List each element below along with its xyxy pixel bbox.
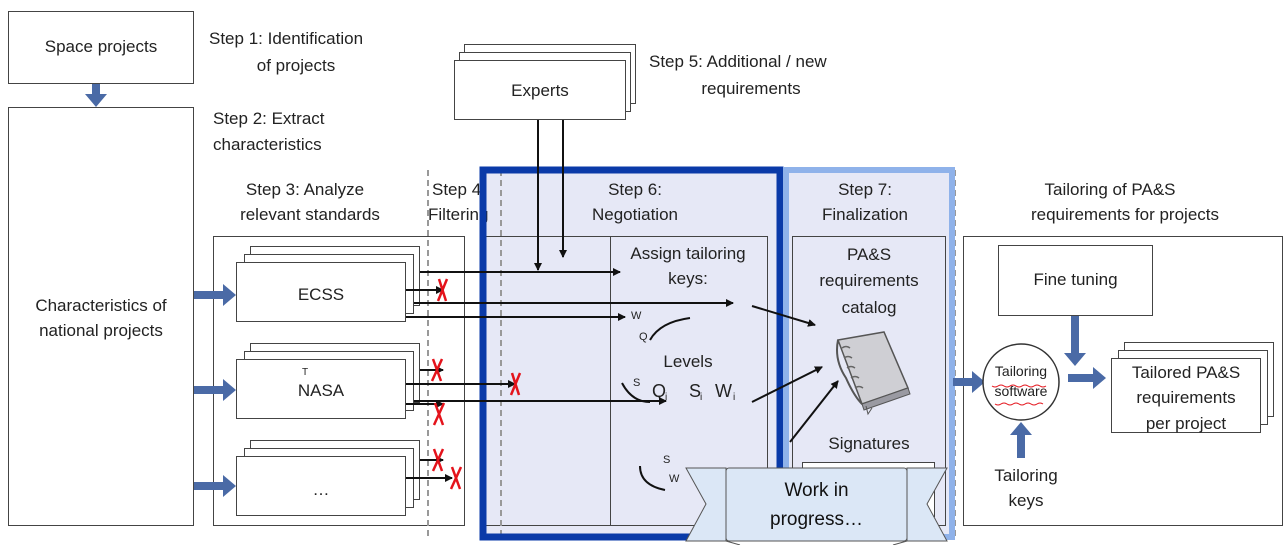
banner-label-2: progress… [770, 509, 863, 530]
work-in-progress-banner [685, 467, 948, 545]
arrow-keys-to-software [1010, 422, 1032, 458]
tailoring-keys-label-2: keys [1008, 491, 1044, 510]
arrow-space-to-char [85, 84, 107, 107]
assign-keys-label-2: keys: [668, 269, 708, 288]
assign-keys-label-1: Assign tailoring [630, 244, 746, 263]
x-nasa-2 [509, 372, 522, 396]
small-s-1: S [633, 377, 641, 389]
step4-label-2: Filtering [428, 205, 489, 224]
fine-tuning-label: Fine tuning [1033, 270, 1118, 289]
banner-label-1: Work in [784, 480, 849, 501]
ecss-box [236, 262, 406, 322]
tailoring-title-2: requirements for projects [1030, 205, 1220, 224]
arrow-step7-to-software [953, 371, 985, 393]
tailored-label-3: per project [1145, 414, 1227, 433]
arrow-char-to-nasa [194, 379, 236, 401]
tailoring-software-label-1: Tailoring [994, 363, 1048, 379]
other-box [236, 456, 406, 516]
step5-label-2: requirements [701, 79, 801, 98]
arrow-char-to-ecss [194, 284, 236, 306]
level-w: W [715, 381, 732, 401]
catalog-label-1: PA&S [846, 245, 892, 264]
x-ecss [436, 278, 449, 302]
spell-underline-2 [994, 402, 1044, 406]
flow-arrows [85, 84, 1106, 497]
experts-box [454, 60, 626, 120]
tailoring-title-1: Tailoring of PA&S [1044, 180, 1176, 199]
nasa-box [236, 359, 406, 419]
step3-label-2: relevant standards [240, 205, 380, 224]
book-icon [836, 331, 911, 416]
spell-underline [991, 384, 1047, 388]
x-nasa-1 [430, 358, 444, 382]
negotiation-divider [610, 236, 611, 526]
levels-label: Levels [663, 352, 713, 371]
arrow-char-to-other [194, 475, 236, 497]
tailored-box [1111, 358, 1261, 433]
level-w-sub: i [733, 392, 736, 403]
characteristics-label-2: national projects [39, 321, 163, 340]
step1-label-2: of projects [256, 56, 336, 75]
tailored-label-1: Tailored PA&S [1131, 363, 1241, 382]
space-projects-label: Space projects [44, 37, 158, 56]
space-projects-box [8, 11, 194, 84]
step3-label-1: Step 3: Analyze [245, 180, 365, 199]
x-other-2 [449, 466, 463, 490]
x-nasa-3 [432, 402, 446, 426]
catalog-label-2: requirements [819, 271, 919, 290]
arrow-software-to-tailored [1068, 367, 1106, 389]
step4-label-1: Step 4: [432, 180, 486, 199]
small-s-2: S [663, 454, 671, 466]
red-x-marks [430, 278, 522, 490]
tailoring-keys-label-1: Tailoring [994, 466, 1058, 485]
step2-label-1: Step 2: Extract [213, 109, 325, 128]
negotiation-frame [479, 166, 784, 541]
other-label: … [312, 480, 330, 499]
fine-tuning-box [998, 245, 1153, 316]
small-w-2: W [669, 473, 680, 485]
nasa-label: NASA [297, 381, 345, 400]
step6-label-2: Negotiation [591, 205, 678, 224]
step7-label-1: Step 7: [838, 180, 892, 199]
step2-label-2: characteristics [213, 135, 322, 154]
tailored-label-2: requirements [1136, 388, 1236, 407]
step6-label-1: Step 6: [608, 180, 662, 199]
level-q: Q [652, 381, 667, 401]
level-s: S [689, 381, 702, 401]
characteristics-box [8, 107, 194, 526]
arrow-fine-to-tailored [1064, 316, 1086, 366]
small-w-1: W [631, 310, 642, 322]
ecss-label: ECSS [297, 285, 345, 304]
step1-label-1: Step 1: Identification [209, 29, 364, 48]
signatures-label: Signatures [828, 434, 910, 453]
step5-label-1: Step 5: Additional / new [649, 52, 827, 71]
tailoring-software-label-2: software [994, 383, 1048, 399]
nasa-small-t: T [302, 367, 309, 378]
step7-label-2: Finalization [822, 205, 908, 224]
small-q-1: Q [639, 331, 648, 343]
level-s-sub: i [700, 392, 703, 403]
x-other-1 [431, 448, 445, 472]
characteristics-label-1: Characteristics of [35, 296, 167, 315]
catalog-label-3: catalog [841, 298, 897, 317]
tailoring-software-circle [982, 343, 1060, 421]
experts-label: Experts [511, 81, 569, 100]
